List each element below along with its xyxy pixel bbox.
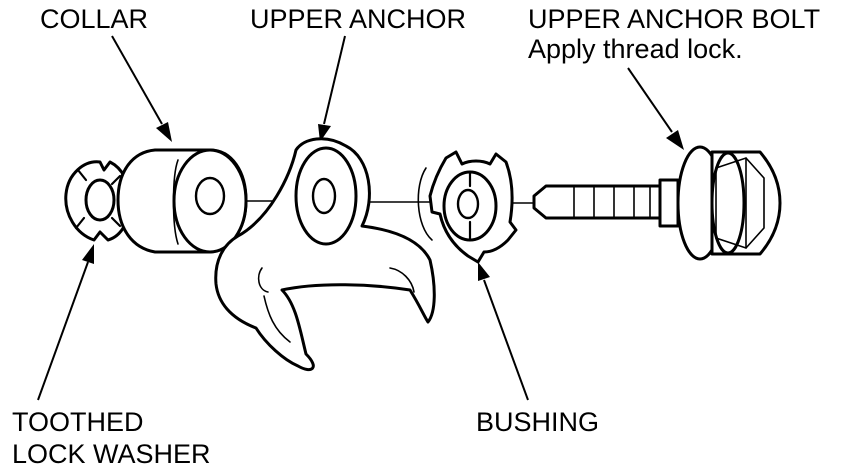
upper-anchor-part xyxy=(214,137,436,371)
leader-upper-anchor-bolt xyxy=(627,67,684,150)
label-toothed-lock-washer-line2: LOCK WASHER xyxy=(12,439,211,468)
toothed-lock-washer xyxy=(64,160,132,242)
label-upper-anchor: UPPER ANCHOR xyxy=(250,4,466,34)
label-bushing: BUSHING xyxy=(476,407,599,437)
bushing-part xyxy=(417,150,518,264)
leader-toothed-lock-washer xyxy=(37,244,94,401)
label-upper-anchor-bolt: UPPER ANCHOR BOLT xyxy=(528,4,820,34)
label-bolt-note: Apply thread lock. xyxy=(528,34,743,64)
leader-collar xyxy=(111,35,172,142)
collar-part xyxy=(116,148,248,254)
label-toothed-lock-washer-line1: TOOTHED xyxy=(12,407,144,437)
label-collar: COLLAR xyxy=(40,4,148,34)
leader-upper-anchor xyxy=(318,35,346,142)
upper-anchor-bolt-part xyxy=(532,145,782,261)
leader-bushing xyxy=(478,262,529,401)
